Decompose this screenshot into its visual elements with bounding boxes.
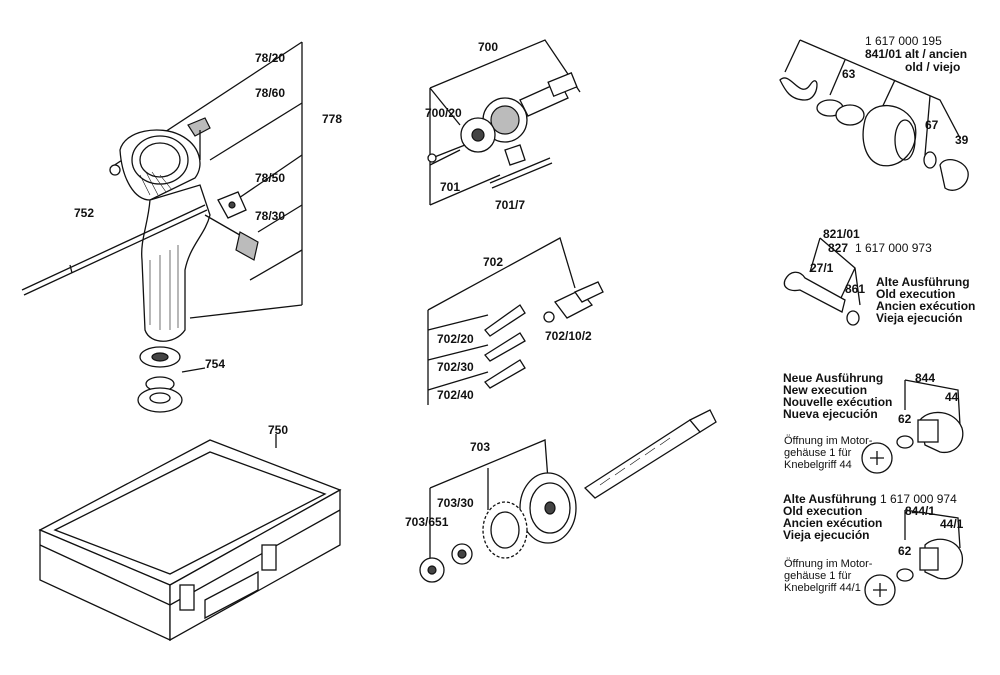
callout-700: 700 [478,40,499,54]
part-number-mid: 1 617 000 973 [855,241,932,255]
opening-note-old: Öffnung im Motor- gehäuse 1 für Knebelgr… [784,558,872,594]
callout-78-20: 78/20 [255,51,286,65]
side-handle-assembly [21,41,303,413]
callout-702: 702 [483,255,504,269]
callout-44-1: 44/1 [940,517,964,531]
knob-handle-new [861,379,964,474]
callout-844-1: 844/1 [905,504,936,518]
callout-27-1: 27/1 [810,261,834,275]
label-old-viejo: old / viejo [905,60,961,74]
callout-702-20: 702/20 [437,332,474,346]
part-number-old: 1 617 000 974 [880,492,957,506]
carrying-case [38,434,342,642]
part-number-top: 1 617 000 195 [865,34,942,48]
callout-62-old: 62 [898,544,912,558]
tool-holder-assembly [779,39,969,191]
callout-62-new: 62 [898,412,912,426]
callout-44: 44 [945,390,959,404]
new-execution-notes: Neue Ausführung New execution Nouvelle e… [783,372,892,420]
note-line: Alte Ausführung [783,492,877,506]
drill-chuck-assembly [427,39,581,206]
note-line: Knebelgriff 44 [784,459,852,471]
callout-67: 67 [925,118,939,132]
note-line: Vieja ejecución [876,311,963,325]
note-line: Vieja ejecución [783,528,870,542]
callout-700-20: 700/20 [425,106,462,120]
callout-861: 861 [845,282,866,296]
callout-39: 39 [955,133,969,147]
note-line: Alte Ausführung [876,275,970,289]
callout-701: 701 [440,180,461,194]
callout-778: 778 [322,112,343,126]
screwdriver-bit-set [427,237,604,405]
callout-702-40: 702/40 [437,388,474,402]
callout-78-60: 78/60 [255,86,286,100]
label-841-01: 841/01 alt / ancien [865,47,968,61]
old-execution-notes: Alte Ausführung Old execution Ancien exé… [783,493,882,541]
note-line: Nouvelle exécution [783,395,893,409]
note-line: New execution [783,383,868,397]
callout-754: 754 [205,357,226,371]
callout-703-30: 703/30 [437,496,474,510]
note-line: Öffnung im Motor- [784,435,873,447]
callout-78-30: 78/30 [255,209,286,223]
shaft-assembly [783,237,861,326]
callout-702-30: 702/30 [437,360,474,374]
callout-750: 750 [268,423,289,437]
note-line: gehäuse 1 für [784,447,852,459]
callout-703-651: 703/651 [405,515,449,529]
opening-note-new: Öffnung im Motor- gehäuse 1 für Knebelgr… [784,435,872,471]
old-execution-notes-mid: Alte Ausführung Old execution Ancien exé… [876,276,975,324]
callout-78-50: 78/50 [255,171,286,185]
note-line: gehäuse 1 für [784,570,852,582]
callout-703: 703 [470,440,491,454]
note-line: Ancien exécution [783,516,883,530]
note-line: Öffnung im Motor- [784,558,873,570]
callout-63: 63 [842,67,856,81]
callout-701-7: 701/7 [495,198,526,212]
note-line: Ancien exécution [876,299,976,313]
callout-752: 752 [74,206,95,220]
note-line: Nueva ejecución [783,407,878,421]
callout-702-10-2: 702/10/2 [545,329,592,343]
depth-stop-rings [419,409,717,583]
label-827: 827 [828,241,849,255]
knob-handle-old [864,509,964,606]
note-line: Old execution [783,504,863,518]
callout-821-01: 821/01 [823,227,860,241]
note-line: Neue Ausführung [783,371,884,385]
note-line: Old execution [876,287,956,301]
note-line: Knebelgriff 44/1 [784,582,861,594]
callout-844: 844 [915,371,936,385]
